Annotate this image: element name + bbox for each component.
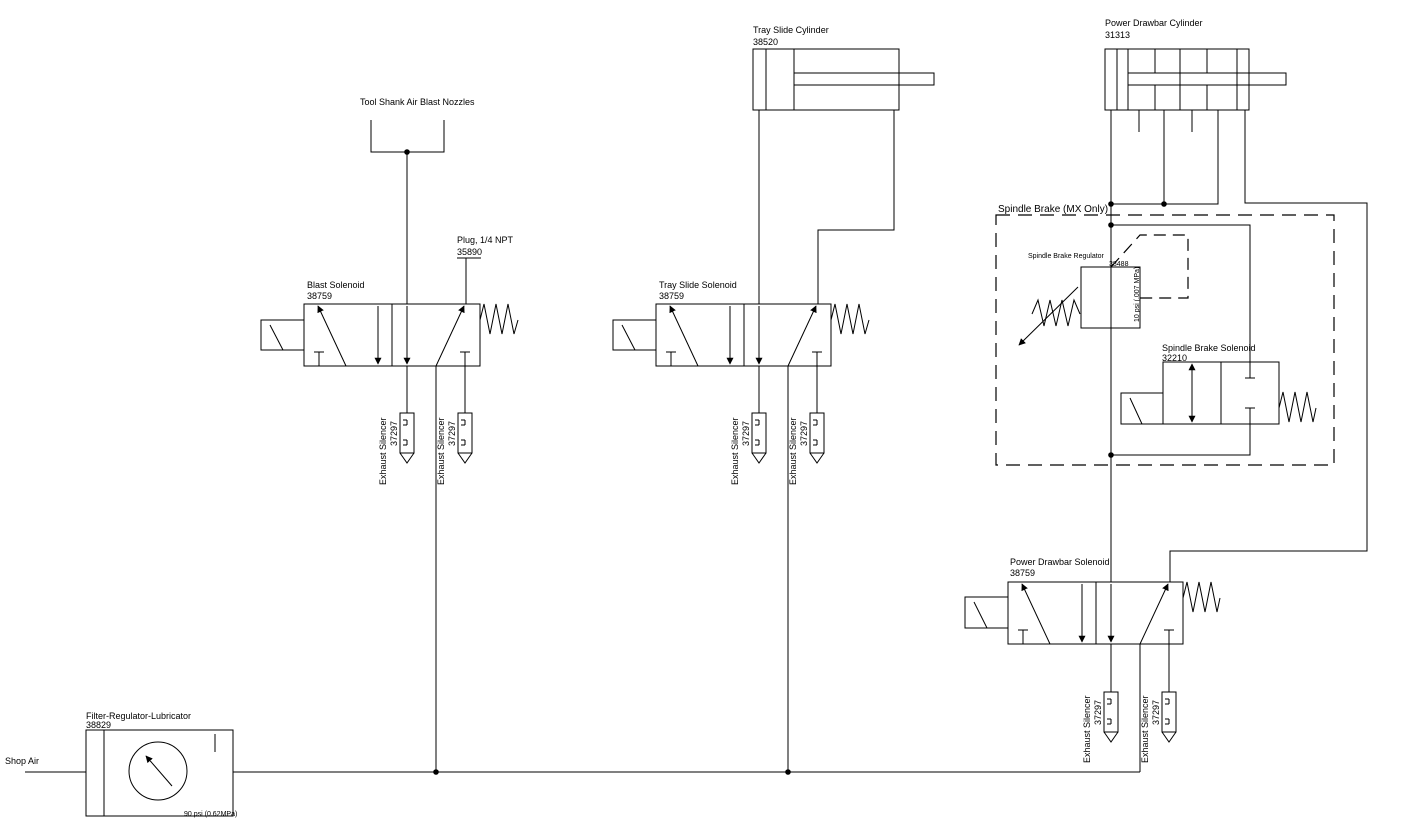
silencer-label: Exhaust Silencer: [436, 417, 446, 485]
gauge-needle: [145, 755, 173, 787]
blast-solenoid-part: 38759: [307, 291, 332, 301]
spindle-brake-solenoid-valve: [1120, 361, 1317, 425]
tray-slide-cylinder: [752, 48, 935, 304]
drawbar-solenoid-valve: [964, 581, 1221, 645]
tray-solenoid-part: 38759: [659, 291, 684, 301]
exhaust-silencer: [809, 412, 825, 464]
blast-solenoid-name: Blast Solenoid: [307, 280, 365, 290]
shop-air-label: Shop Air: [5, 756, 39, 766]
blast-solenoid-lines: [406, 366, 466, 772]
frl-part: 38829: [86, 720, 111, 730]
drawbar-solenoid-lines: [1110, 644, 1170, 745]
silencer-label: Exhaust Silencer: [730, 417, 740, 485]
exhaust-silencer: [1103, 691, 1119, 743]
silencer-part: 37297: [799, 421, 809, 446]
silencer-part: 37297: [1151, 700, 1161, 725]
silencer-label: Exhaust Silencer: [378, 417, 388, 485]
tray-cylinder-name: Tray Slide Cylinder: [753, 25, 829, 35]
nozzles-label: Tool Shank Air Blast Nozzles: [360, 97, 475, 107]
drawbar-cylinder-part: 31313: [1105, 30, 1130, 40]
brake-solenoid-part: 32210: [1162, 353, 1187, 363]
power-drawbar-cylinder: [1104, 48, 1368, 582]
silencer-label: Exhaust Silencer: [788, 417, 798, 485]
drawbar-solenoid-name: Power Drawbar Solenoid: [1010, 557, 1110, 567]
silencer-label: Exhaust Silencer: [1140, 695, 1150, 763]
drawbar-cylinder-name: Power Drawbar Cylinder: [1105, 18, 1203, 28]
silencer-part: 37297: [741, 421, 751, 446]
brake-regulator-pressure: 10 psi (.007 MPa): [1134, 267, 1141, 322]
tray-solenoid-lines: [758, 366, 818, 772]
tray-cylinder-part: 38520: [753, 37, 778, 47]
tray-solenoid-valve: [612, 303, 870, 367]
plug: [457, 257, 481, 304]
frl-unit: [85, 729, 234, 817]
silencer-label: Exhaust Silencer: [1082, 695, 1092, 763]
silencer-part: 37297: [447, 421, 457, 446]
brake-regulator-name: Spindle Brake Regulator: [1028, 253, 1105, 260]
plug-part: 35890: [457, 247, 482, 257]
air-blast-nozzles: [370, 120, 445, 304]
pressure-gauge: [128, 741, 188, 801]
exhaust-silencer: [751, 412, 767, 464]
spindle-brake-regulator: [1018, 234, 1189, 346]
supply-line: [25, 745, 1141, 775]
spindle-brake-group-label: Spindle Brake (MX Only): [998, 204, 1108, 215]
blast-solenoid-valve: [260, 303, 519, 367]
drawbar-solenoid-part: 38759: [1010, 568, 1035, 578]
exhaust-silencer: [1161, 691, 1177, 743]
frl-pressure: 90 psi (0.62MPa): [184, 811, 237, 818]
plug-name: Plug, 1/4 NPT: [457, 235, 514, 245]
silencer-part: 37297: [1093, 700, 1103, 725]
tray-solenoid-name: Tray Slide Solenoid: [659, 280, 737, 290]
frl-name: Filter-Regulator-Lubricator: [86, 711, 191, 721]
exhaust-silencer: [399, 412, 415, 464]
brake-solenoid-name: Spindle Brake Solenoid: [1162, 343, 1256, 353]
exhaust-silencer: [457, 412, 473, 464]
brake-regulator-part: 38488: [1109, 261, 1129, 268]
silencer-part: 37297: [389, 421, 399, 446]
